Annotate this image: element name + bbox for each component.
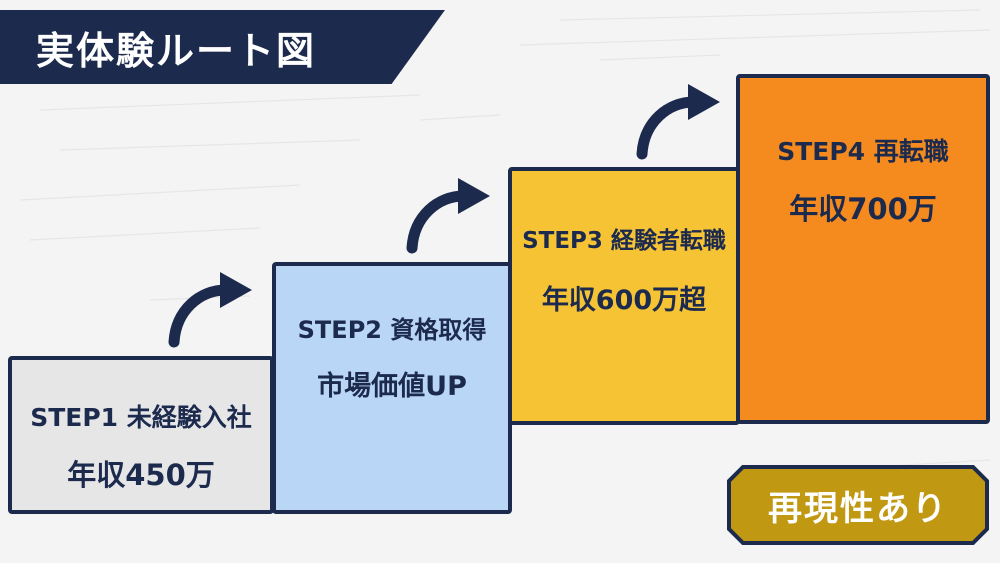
page-title: 実体験ルート図 [0, 10, 445, 84]
step-2-box: STEP2 資格取得 市場価値UP [272, 262, 512, 514]
badge-outline [727, 465, 989, 545]
step-3-box: STEP3 経験者転職 年収600万超 [508, 167, 740, 425]
curved-arrow-icon [168, 272, 252, 348]
step-1-box: STEP1 未経験入社 年収450万 [8, 356, 274, 514]
step-1-value: 年収450万 [67, 458, 215, 492]
curved-arrow-icon [406, 178, 490, 254]
step-2-label: STEP2 資格取得 [297, 316, 487, 344]
step-4-box: STEP4 再転職 年収700万 [736, 74, 990, 424]
curved-arrow-icon [636, 84, 720, 160]
step-1-label: STEP1 未経験入社 [30, 403, 252, 432]
step-4-label: STEP4 再転職 [777, 137, 949, 166]
step-3-label: STEP3 経験者転職 [522, 228, 726, 254]
step-2-value: 市場価値UP [317, 371, 467, 402]
step-4-value: 年収700万 [789, 192, 937, 226]
step-3-value: 年収600万超 [541, 285, 707, 316]
